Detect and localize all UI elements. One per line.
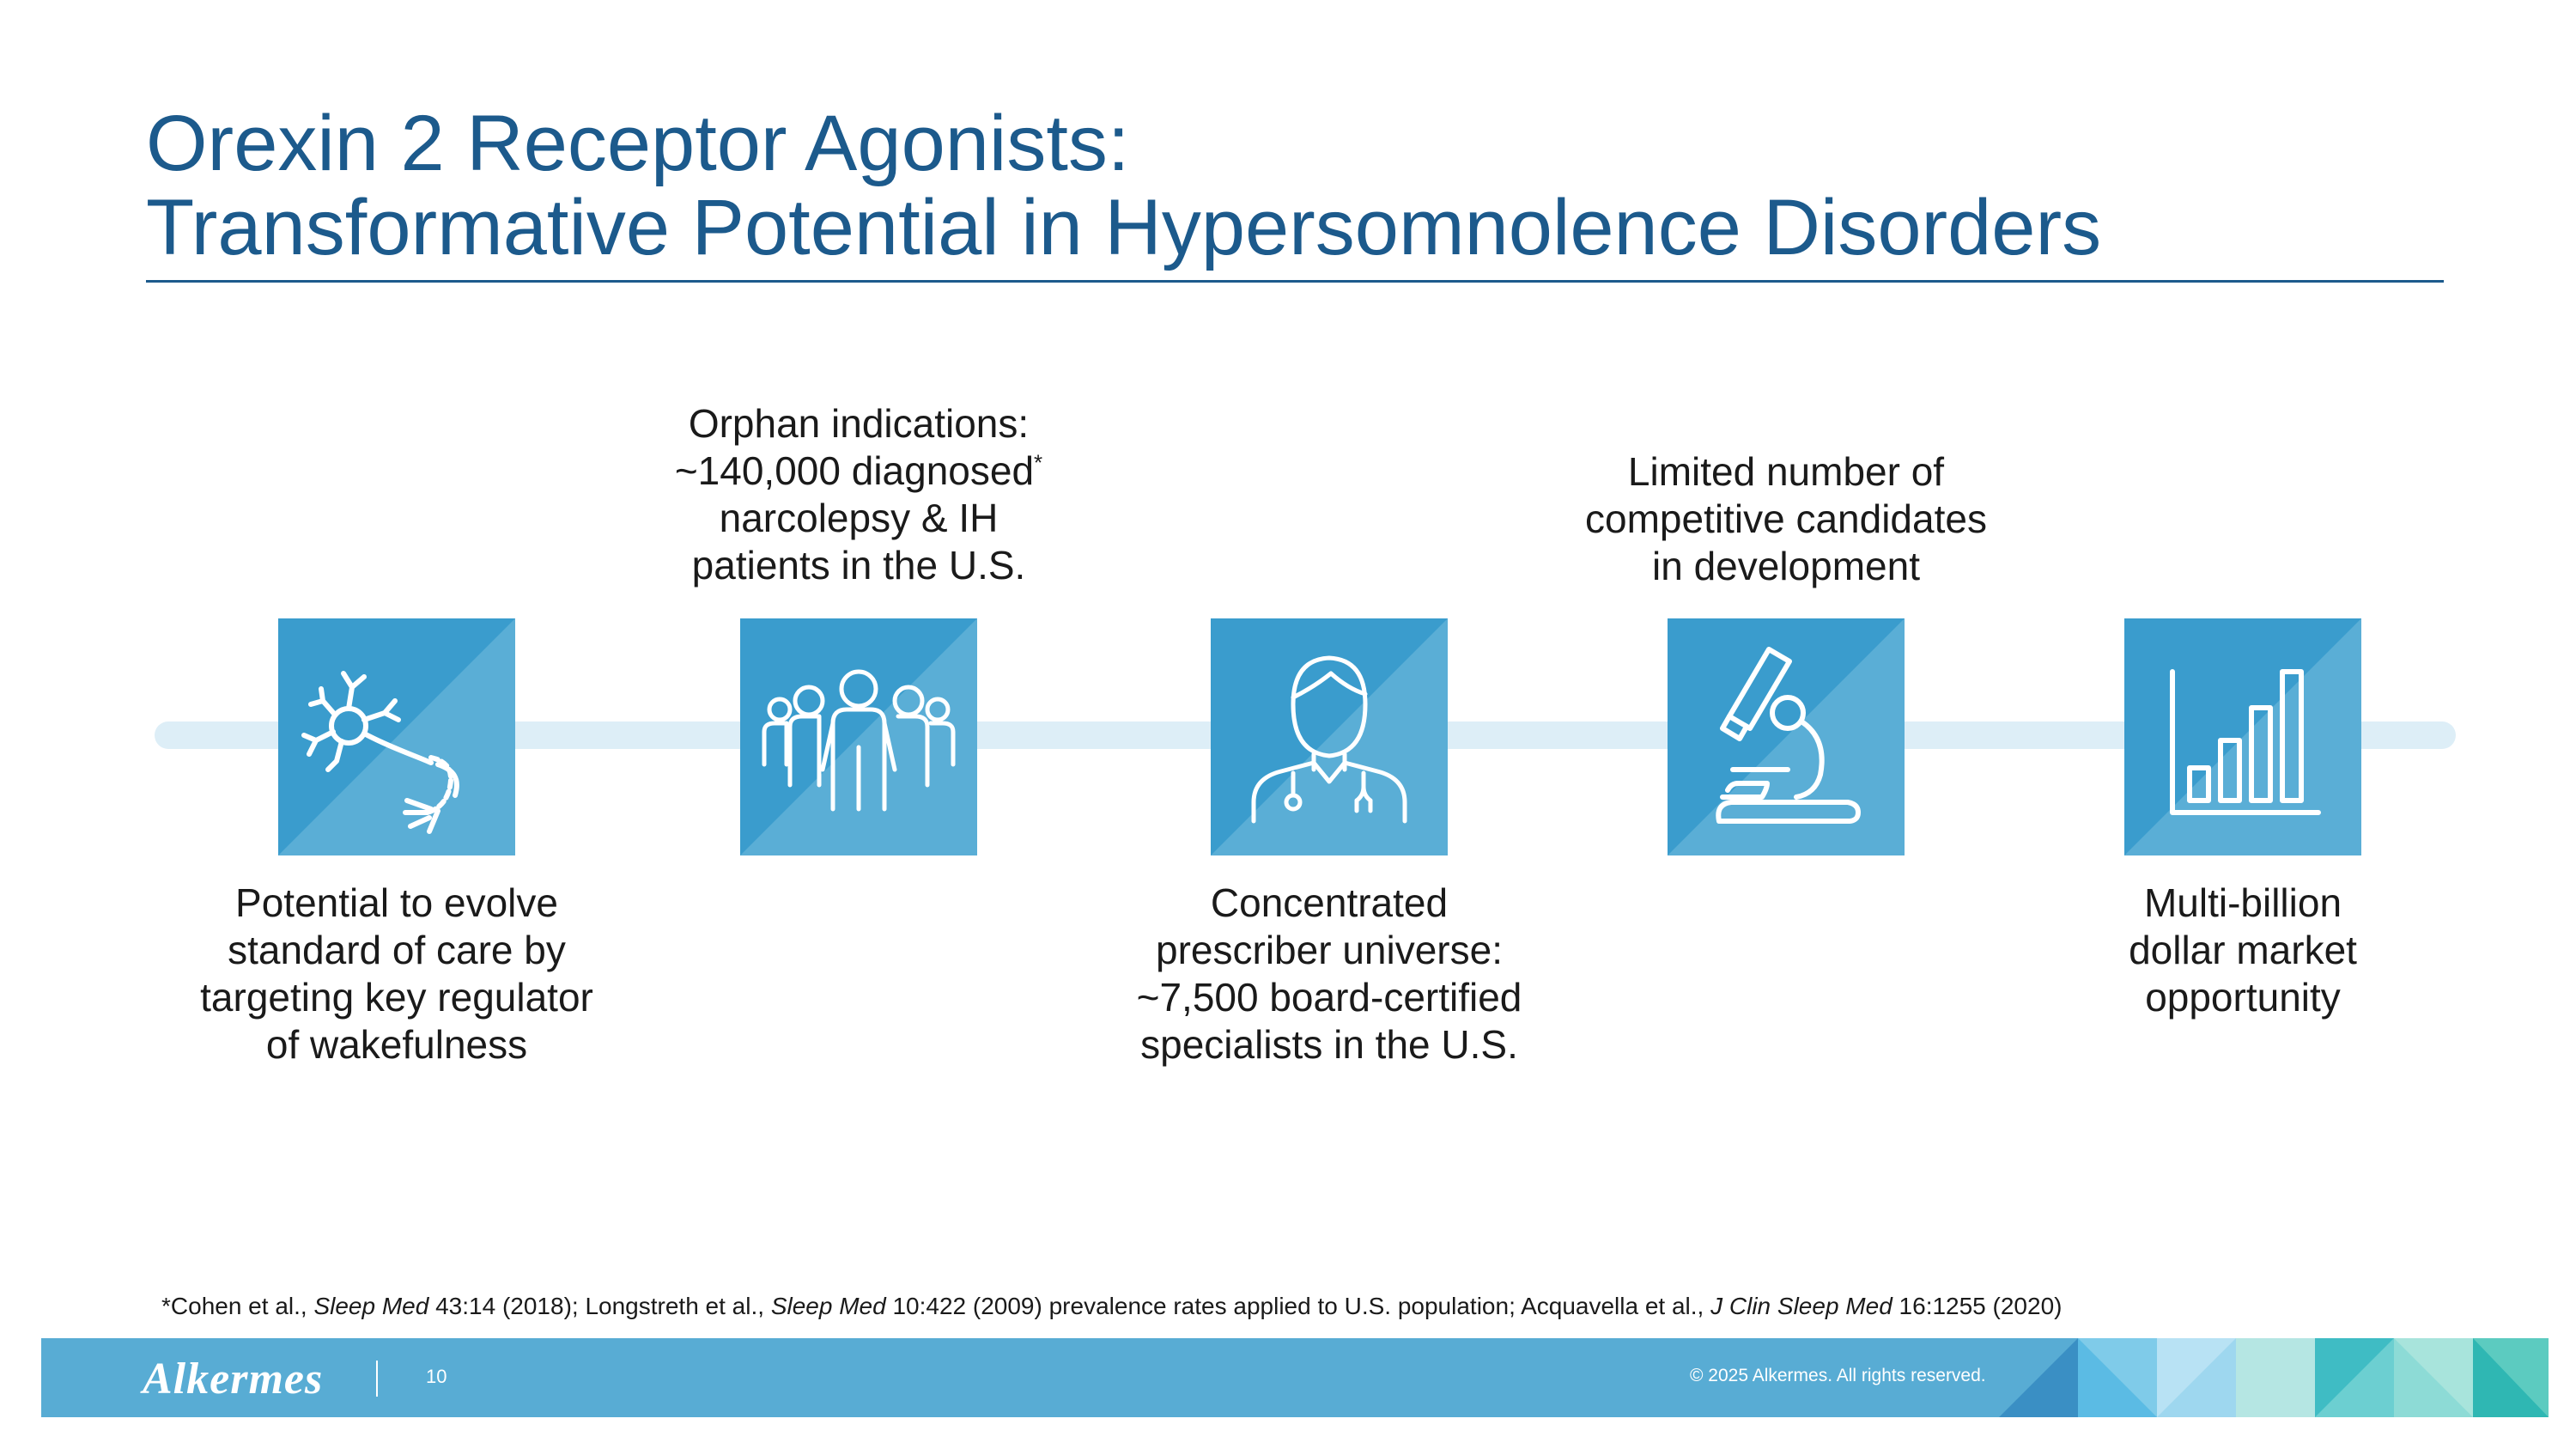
microscope-icon — [1716, 647, 1861, 824]
footnote-marker: * — [1034, 449, 1043, 476]
item-label-orphan-indications: Orphan indications: ~140,000 diagnosed* … — [618, 400, 1099, 589]
footnote-text: 43:14 (2018); Longstreth et al., — [428, 1293, 771, 1319]
footnote-journal: Sleep Med — [313, 1293, 429, 1319]
label-line: standard of care by — [228, 928, 566, 972]
title-line-1: Orexin 2 Receptor Agonists: — [146, 100, 1130, 187]
citation-footnote: *Cohen et al., Sleep Med 43:14 (2018); L… — [161, 1293, 2062, 1320]
label-line-text: ~140,000 diagnosed — [674, 448, 1035, 493]
label-line: in development — [1652, 544, 1920, 588]
footer-divider — [376, 1361, 378, 1397]
label-line: narcolepsy & IH — [719, 496, 999, 540]
label-line: Concentrated — [1210, 880, 1449, 925]
people-group-icon — [762, 669, 956, 812]
footnote-text: *Cohen et al., — [161, 1293, 314, 1319]
footnote-journal: J Clin Sleep Med — [1710, 1293, 1893, 1319]
title-underline — [146, 280, 2444, 283]
title-line-2: Transformative Potential in Hypersomnole… — [146, 184, 2102, 271]
label-line: competitive candidates — [1585, 496, 1987, 541]
item-label-competitive-candidates: Limited number of competitive candidates… — [1546, 448, 2026, 590]
alkermes-logo: Alkermes — [143, 1355, 324, 1403]
item-label-prescriber-universe: Concentrated prescriber universe: ~7,500… — [1089, 880, 1570, 1068]
label-line: Multi-billion — [2143, 880, 2342, 925]
label-line: of wakefulness — [265, 1022, 528, 1067]
label-line: Limited number of — [1627, 449, 1945, 494]
footnote-text: 10:422 (2009) prevalence rates applied t… — [885, 1293, 1711, 1319]
decorative-triangles — [1999, 1338, 2549, 1417]
doctor-icon — [1251, 655, 1407, 824]
microscope-tile — [1668, 618, 1905, 855]
label-line: patients in the U.S. — [691, 543, 1026, 588]
label-line: ~7,500 board-certified — [1136, 975, 1522, 1020]
bar-chart-tile — [2124, 618, 2361, 855]
neuron-icon — [301, 671, 459, 834]
footnote-journal: Sleep Med — [770, 1293, 886, 1319]
neuron-tile — [278, 618, 515, 855]
label-line: Potential to evolve — [235, 880, 558, 925]
footnote-text: 16:1255 (2020) — [1892, 1293, 2063, 1319]
label-line: opportunity — [2145, 975, 2341, 1020]
people-tile — [740, 618, 977, 855]
footer-bar: Alkermes 10 © 2025 Alkermes. All rights … — [41, 1338, 2549, 1417]
page-number: 10 — [426, 1366, 447, 1387]
label-line: prescriber universe: — [1156, 928, 1503, 972]
label-line: dollar market — [2129, 928, 2357, 972]
label-line: specialists in the U.S. — [1140, 1022, 1518, 1067]
item-label-market-opportunity: Multi-billion dollar market opportunity — [2002, 880, 2483, 1021]
bar-chart-icon — [2170, 669, 2321, 815]
label-line: targeting key regulator — [200, 975, 593, 1020]
label-line: ~140,000 diagnosed* — [618, 447, 1099, 495]
item-label-standard-of-care: Potential to evolve standard of care by … — [156, 880, 637, 1068]
doctor-tile — [1211, 618, 1448, 855]
label-line: Orphan indications: — [688, 401, 1030, 446]
copyright-notice: © 2025 Alkermes. All rights reserved. — [1690, 1366, 1986, 1385]
slide-title: Orexin 2 Receptor Agonists: Transformati… — [146, 101, 2101, 270]
